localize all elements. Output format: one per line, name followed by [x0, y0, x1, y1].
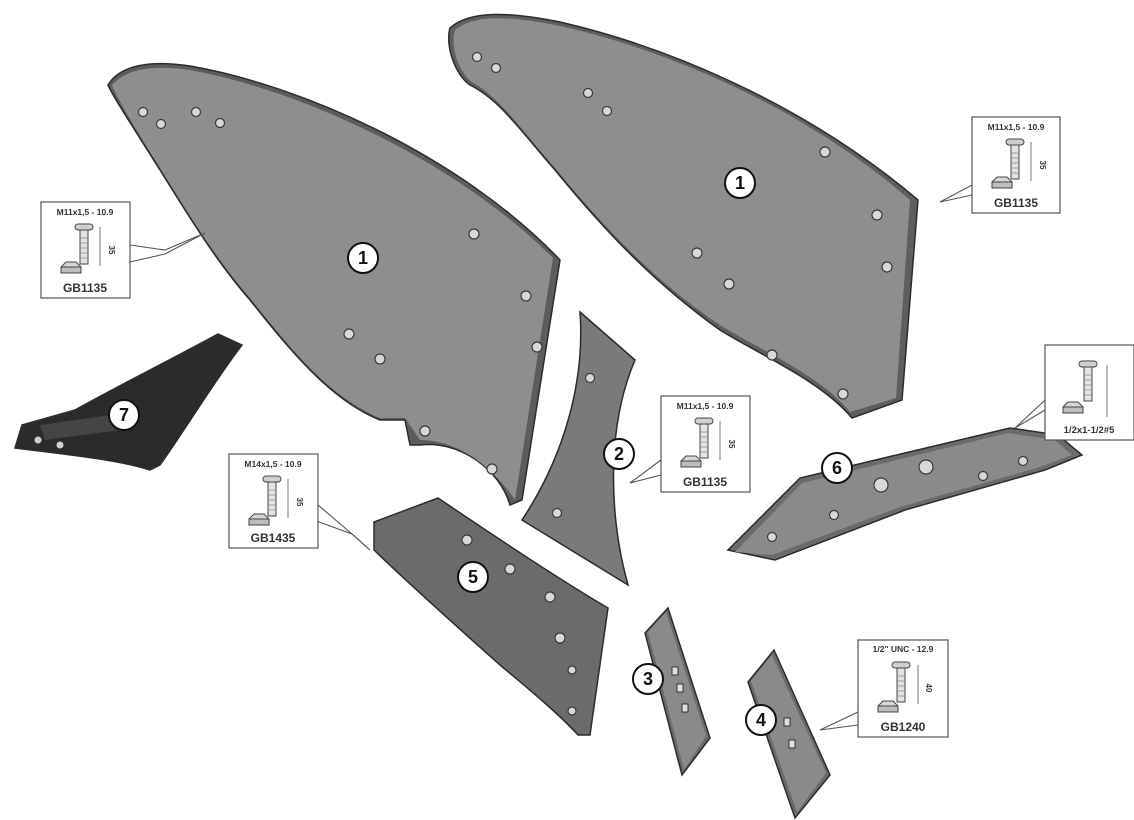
callout-code: GB1135 — [683, 475, 727, 489]
nut-icon — [61, 262, 81, 273]
callout-length: 35 — [295, 498, 304, 507]
callout-length: 35 — [727, 440, 736, 449]
part-number: 6 — [832, 458, 842, 478]
part-number-marker: 2 — [604, 439, 634, 469]
callout-code: GB1135 — [63, 281, 107, 295]
callout-code: 1/2x1-1/2#5 — [1064, 425, 1115, 436]
part-number-marker: 5 — [458, 562, 488, 592]
callout-bolt-spec: 1/2" UNC - 12.9 40 GB1240 — [858, 640, 948, 737]
part-number: 7 — [119, 405, 129, 425]
part-number-marker: 1 — [725, 168, 755, 198]
part-number-marker: 4 — [746, 705, 776, 735]
nut-icon — [992, 177, 1012, 188]
callout-bolt-spec: M11x1,5 - 10.9 35 GB1135 — [661, 396, 750, 492]
callout-bolt-spec: M11x1,5 - 10.9 35 GB1135 — [972, 117, 1060, 213]
part-number: 3 — [643, 669, 653, 689]
landside — [728, 428, 1082, 560]
part-number-marker: 3 — [633, 664, 663, 694]
callout-bolt-spec: M14x1,5 - 10.9 35 GB1435 — [229, 454, 318, 548]
callout-spec: M11x1,5 - 10.9 — [57, 207, 114, 217]
callout-spec: M14x1,5 - 10.9 — [244, 459, 301, 469]
callout-spec: 1/2" UNC - 12.9 — [873, 644, 934, 654]
part-number-marker: 6 — [822, 453, 852, 483]
part-number: 1 — [735, 173, 745, 193]
callout-code: GB1240 — [881, 720, 926, 734]
part-number-marker: 1 — [348, 243, 378, 273]
callout-spec: M11x1,5 - 10.9 — [988, 122, 1045, 132]
callout-code: GB1435 — [251, 531, 296, 545]
callout-length: 35 — [1038, 161, 1047, 170]
nut-icon — [878, 701, 898, 712]
part-number: 1 — [358, 248, 368, 268]
nut-icon — [1063, 402, 1083, 413]
nut-icon — [249, 514, 269, 525]
callout-bolt-spec: M11x1,5 - 10.9 35 GB1135 — [41, 202, 130, 298]
nut-icon — [681, 456, 701, 467]
callout-length: 40 — [924, 684, 933, 693]
callout-code: GB1135 — [994, 196, 1038, 210]
callout-length: 35 — [107, 246, 116, 255]
part-number: 4 — [756, 710, 766, 730]
callout-bolt-spec: 1/2x1-1/2#5 — [1045, 345, 1134, 440]
part-number: 2 — [614, 444, 624, 464]
part-number-marker: 7 — [109, 400, 139, 430]
callout-spec: M11x1,5 - 10.9 — [677, 401, 734, 411]
part-number: 5 — [468, 567, 478, 587]
